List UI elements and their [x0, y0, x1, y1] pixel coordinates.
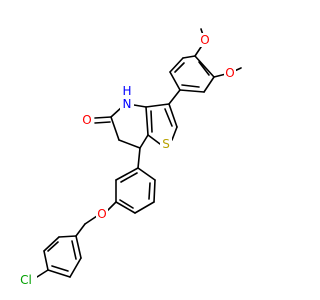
bond-aryl2-a — [137, 167, 156, 181]
atom-nh-h-label: H — [122, 84, 131, 98]
bond-aryl2-d — [115, 201, 136, 214]
bond-fused-to-n — [133, 104, 147, 108]
bond-aryl1-inner-3 — [174, 62, 185, 73]
atom-nh: H N — [120, 84, 134, 112]
bond-ch-to-aryl2 — [137, 147, 141, 169]
bond-thiophene-c — [147, 134, 161, 145]
atom-nh-n-label: N — [123, 97, 132, 111]
bond-thiophene-b — [171, 126, 178, 141]
bond-aryl3-f — [75, 235, 82, 259]
bond-aryl3-b — [43, 236, 60, 252]
bond-aryl1-to-thiophene — [168, 89, 181, 105]
bond-aryl3-a — [58, 235, 77, 238]
bond-aryl3-c — [43, 250, 49, 271]
bond-aryl1-inner-2 — [181, 84, 200, 88]
atom-s-thiophene: S — [160, 137, 172, 151]
bond-aryl3-d — [47, 269, 71, 278]
bond-aryl2-inner-2 — [119, 199, 134, 209]
bond-aryl2-inner-3 — [120, 172, 138, 183]
bond-aryl3-to-cl — [36, 269, 49, 278]
bond-aryl1-d — [169, 71, 181, 91]
bond-aryl3-e — [69, 257, 82, 278]
atom-o-methoxy-top-label: O — [200, 33, 209, 47]
bond-aryl3-inner-2 — [51, 265, 69, 272]
molecule-structure-diagram: O O O H N S O Cl — [15, 28, 242, 287]
bond-thiophene-inner-1 — [164, 108, 173, 127]
atom-cl-label: Cl — [20, 273, 32, 287]
bond-thiophene-a — [168, 103, 178, 128]
bond-ch2-to-aryl3 — [75, 223, 86, 237]
atom-o-ether: O — [96, 207, 108, 221]
bond-ch2-to-ch — [118, 139, 141, 149]
bond-aryl1-inner-1 — [198, 61, 210, 76]
atom-cl: Cl — [15, 273, 37, 287]
atom-o-ether-label: O — [97, 207, 106, 221]
bond-aryl1-e — [169, 57, 184, 73]
bond-aryl1-c — [179, 89, 205, 93]
bond-co-double-2 — [94, 121, 111, 124]
atom-o-carbonyl: O — [81, 113, 93, 127]
bond-thiophene-d — [145, 106, 149, 136]
bond-ether-o-to-ch2 — [84, 215, 98, 225]
bond-aryl1-a — [194, 55, 215, 78]
bond-carbonyl-to-ch2 — [110, 116, 120, 141]
atom-s-thiophene-label: S — [162, 137, 170, 151]
atom-o-methoxy-top: O — [199, 33, 211, 47]
bond-aryl2-f — [115, 167, 139, 181]
atom-o-methoxy-bottom: O — [224, 66, 236, 80]
atom-label-layer: O O O H N S O Cl — [15, 33, 236, 287]
bond-aryl1-f — [182, 55, 196, 59]
bond-thiophene-inner-2 — [150, 110, 153, 133]
bond-aryl3-inner-3 — [71, 240, 77, 260]
atom-o-methoxy-bottom-label: O — [225, 66, 234, 80]
bond-aryl1-b — [203, 76, 215, 93]
bond-aryl2-inner-1 — [148, 182, 151, 200]
atom-o-carbonyl-label: O — [82, 113, 91, 127]
bond-aryl3-inner-1 — [47, 241, 59, 252]
bond-thiophene-e — [145, 103, 170, 108]
bond-ch-to-fused — [139, 134, 149, 149]
bond-layer — [36, 28, 242, 278]
bond-aryl2-b — [153, 179, 156, 203]
bond-aryl2-c — [134, 201, 155, 214]
bond-co-double-1 — [94, 116, 112, 119]
